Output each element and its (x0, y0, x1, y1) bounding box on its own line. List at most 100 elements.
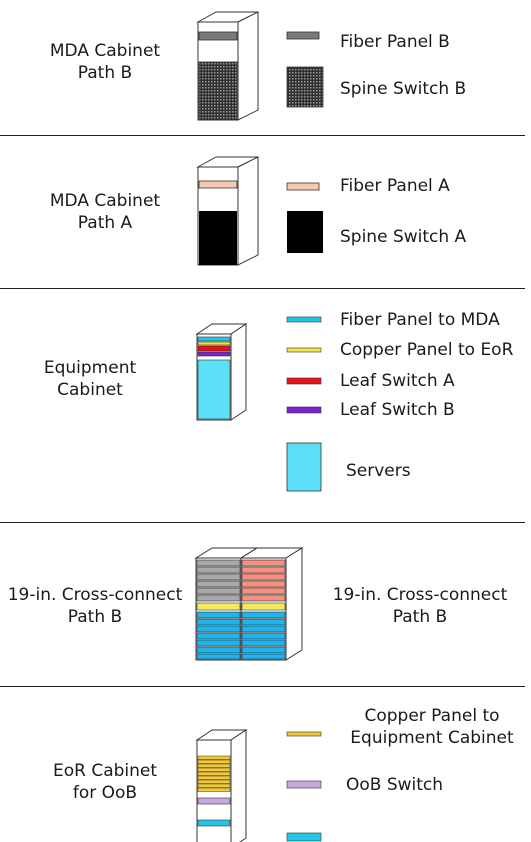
fiber-panel-b-legend-label: Fiber Panel B (340, 32, 450, 52)
eor-cyan-unit (197, 819, 231, 827)
salmon-panel (241, 566, 286, 574)
spine-switch-b-swatch (286, 66, 324, 108)
mda-path-b-label-line1: MDA Cabinet (49, 41, 161, 61)
copper-panel-to-equipment-legend-label: Copper Panel to Equipment Cabinet (340, 705, 524, 749)
blue-panel (241, 611, 286, 619)
salmon-panel (241, 580, 286, 588)
leaf-switch-a-legend-label: Leaf Switch A (340, 371, 455, 391)
salmon-panel (241, 594, 286, 602)
equip-leaf-switch-a-unit (197, 345, 231, 352)
equipment-cabinet (195, 323, 248, 421)
blue-panel (241, 625, 286, 633)
copper-panel-to-equipment-line1: Copper Panel to (364, 706, 500, 726)
divider-4 (0, 686, 525, 687)
servers-swatch (286, 442, 322, 492)
eor-copper-panel-unit (197, 783, 231, 788)
eor-copper-panel-unit (197, 771, 231, 776)
partial-cyan-swatch (286, 832, 322, 842)
yellow-panel (196, 602, 241, 611)
salmon-panel (241, 587, 286, 595)
mda-path-a-label: MDA Cabinet Path A (30, 190, 180, 234)
oob-switch-swatch (286, 780, 322, 789)
fiber-panel-a-swatch (286, 182, 320, 191)
blue-panel (241, 632, 286, 640)
eor-cabinet-label-line1: EoR Cabinet (52, 761, 158, 781)
cross-connect-right-label-line2: Path B (392, 607, 448, 627)
cross-connect-right-label-line1: 19-in. Cross-connect (332, 585, 508, 605)
blue-panel (196, 639, 241, 647)
eor-copper-panel-unit (197, 775, 231, 780)
blue-panel (196, 618, 241, 626)
oob-switch-legend-label: OoB Switch (346, 775, 444, 795)
blue-panel (196, 653, 241, 660)
cross-connect-left-label-line1: 19-in. Cross-connect (7, 585, 183, 605)
leaf-switch-b-legend-label: Leaf Switch B (340, 400, 455, 420)
eor-cabinet (195, 729, 248, 842)
spine-switch-b-unit (198, 61, 238, 121)
divider-2 (0, 288, 525, 289)
fiber-panel-a-legend-label: Fiber Panel A (340, 176, 450, 196)
spine-switch-a-unit (199, 211, 237, 265)
eor-cabinet-label-line2: for OoB (72, 783, 138, 803)
blue-panel (196, 632, 241, 640)
mda-path-b-cabinet (196, 11, 259, 121)
cross-connect-left-label: 19-in. Cross-connect Path B (0, 584, 190, 628)
copper-panel-to-eor-swatch (286, 347, 322, 353)
fiber-panel-b-swatch (286, 31, 320, 40)
equipment-cabinet-label: Equipment Cabinet (30, 357, 150, 401)
divider-3 (0, 522, 525, 523)
salmon-panel (241, 559, 286, 567)
equip-servers-unit (197, 359, 231, 420)
fiber-panel-b-unit (198, 31, 238, 41)
mda-path-a-label-line1: MDA Cabinet (49, 191, 161, 211)
copper-panel-to-equipment-swatch (286, 731, 322, 737)
mda-path-b-label-line2: Path B (77, 63, 133, 83)
gray-panel (196, 594, 241, 602)
fiber-panel-to-mda-swatch (286, 316, 322, 323)
leaf-switch-b-swatch (286, 406, 322, 414)
equip-copper-panel-unit (197, 341, 231, 346)
gray-panel (196, 587, 241, 595)
gray-panel (196, 566, 241, 574)
copper-panel-to-eor-legend-label: Copper Panel to EoR (340, 340, 514, 360)
spine-switch-a-swatch (287, 211, 323, 253)
leaf-switch-a-swatch (286, 377, 322, 385)
equip-fiber-panel-unit (197, 336, 231, 342)
mda-path-b-label: MDA Cabinet Path B (30, 40, 180, 84)
eor-copper-panel-unit (197, 759, 231, 764)
eor-oob-switch-unit (197, 797, 231, 805)
fiber-panel-a-unit (198, 180, 238, 189)
eor-copper-panel-unit (197, 763, 231, 768)
eor-copper-panel-unit (197, 767, 231, 772)
eor-copper-panel-unit (197, 755, 231, 760)
equipment-cabinet-label-line2: Cabinet (57, 380, 123, 400)
cross-connect-right-label: 19-in. Cross-connect Path B (322, 584, 518, 628)
copper-panel-to-equipment-line2: Equipment Cabinet (350, 728, 514, 748)
spine-switch-a-legend-label: Spine Switch A (340, 227, 467, 247)
eor-copper-panel-unit (197, 787, 231, 792)
blue-panel (196, 646, 241, 654)
mda-path-a-label-line2: Path A (77, 213, 133, 233)
gray-panel (196, 580, 241, 588)
fiber-panel-to-mda-legend-label: Fiber Panel to MDA (340, 310, 500, 330)
cross-connect-rack (194, 547, 304, 661)
equipment-cabinet-label-line1: Equipment (43, 358, 137, 378)
eor-cabinet-label: EoR Cabinet for OoB (30, 760, 180, 804)
cross-connect-left-label-line2: Path B (67, 607, 123, 627)
cross-connect-left-column (196, 559, 241, 660)
blue-panel (196, 625, 241, 633)
yellow-panel (241, 602, 286, 611)
salmon-panel (241, 573, 286, 581)
gray-panel (196, 573, 241, 581)
mda-path-a-cabinet (196, 156, 259, 266)
blue-panel (241, 653, 286, 660)
blue-panel (196, 611, 241, 619)
spine-switch-b-legend-label: Spine Switch B (340, 79, 467, 99)
blue-panel (241, 639, 286, 647)
blue-panel (241, 618, 286, 626)
cross-connect-right-column (241, 559, 286, 660)
divider-1 (0, 135, 525, 136)
gray-panel (196, 559, 241, 567)
eor-copper-panel-unit (197, 779, 231, 784)
equip-leaf-switch-b-unit (197, 351, 231, 357)
